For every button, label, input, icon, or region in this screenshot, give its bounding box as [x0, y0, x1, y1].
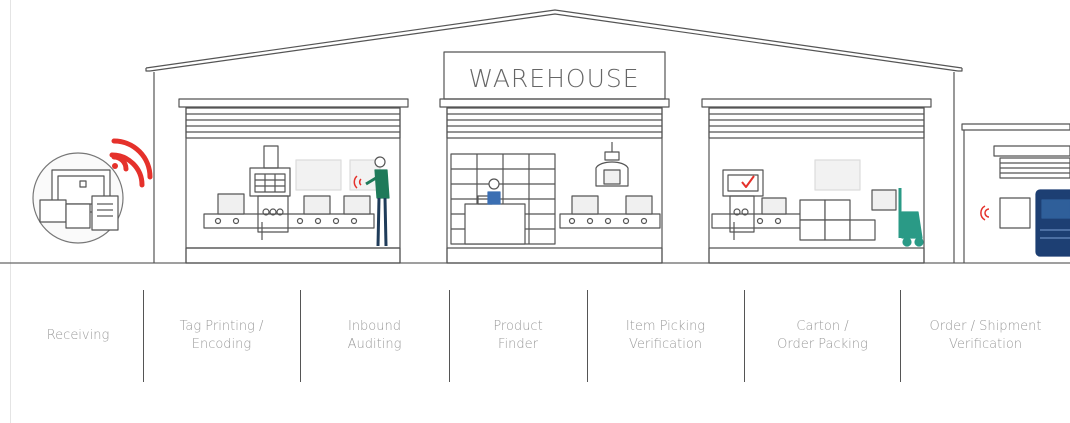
step-carton-packing: Carton / Order Packing [745, 290, 900, 382]
forklift-icon [871, 188, 924, 247]
step-label: Receiving [46, 328, 110, 344]
step-label: Item Picking Verification [625, 319, 706, 352]
conveyor-1 [203, 193, 375, 229]
step-tag-printing: Tag Printing / Encoding [144, 290, 299, 382]
step-divider [449, 290, 450, 382]
process-steps: Receiving Tag Printing / Encoding Inboun… [0, 290, 1070, 382]
step-receiving: Receiving [14, 290, 142, 382]
step-divider [143, 290, 144, 382]
step-label: Tag Printing / Encoding [179, 319, 264, 352]
warehouse-sign: WAREHOUSE [443, 51, 666, 100]
conveyor-3 [711, 197, 803, 229]
step-label: Inbound Auditing [347, 319, 402, 352]
rfid-wave-icon [109, 138, 153, 188]
bay-1 [178, 98, 409, 264]
step-divider [300, 290, 301, 382]
step-label: Carton / Order Packing [777, 319, 868, 352]
step-label: Product Finder [493, 319, 543, 352]
page-edge-line [10, 0, 11, 423]
step-divider [900, 290, 901, 382]
step-inbound-auditing: Inbound Auditing [301, 290, 448, 382]
robotic-arm-icon [595, 142, 629, 187]
desk-with-laptop [464, 178, 526, 245]
step-product-finder: Product Finder [450, 290, 586, 382]
shipping-annex [961, 123, 1070, 263]
rfid-reader-icon [980, 205, 990, 221]
tag-printer-machine [249, 145, 291, 240]
step-divider [744, 290, 745, 382]
conveyor-2 [559, 195, 661, 229]
step-divider [587, 290, 588, 382]
truck-icon [1035, 189, 1070, 257]
bay-3 [701, 98, 932, 264]
bay-2 [439, 98, 670, 264]
verification-station [722, 169, 764, 240]
carton-stack [799, 199, 876, 241]
step-order-shipment: Order / Shipment Verification [901, 290, 1070, 382]
step-item-picking: Item Picking Verification [588, 290, 743, 382]
warehouse-roof [145, 9, 963, 263]
warehouse-sign-text: WAREHOUSE [468, 64, 639, 93]
rfid-reader-icon [353, 175, 362, 189]
checklist-icon [741, 175, 755, 188]
step-label: Order / Shipment Verification [929, 319, 1042, 352]
worker-with-rfid-reader [365, 156, 390, 247]
receiving-vignette [32, 152, 124, 244]
